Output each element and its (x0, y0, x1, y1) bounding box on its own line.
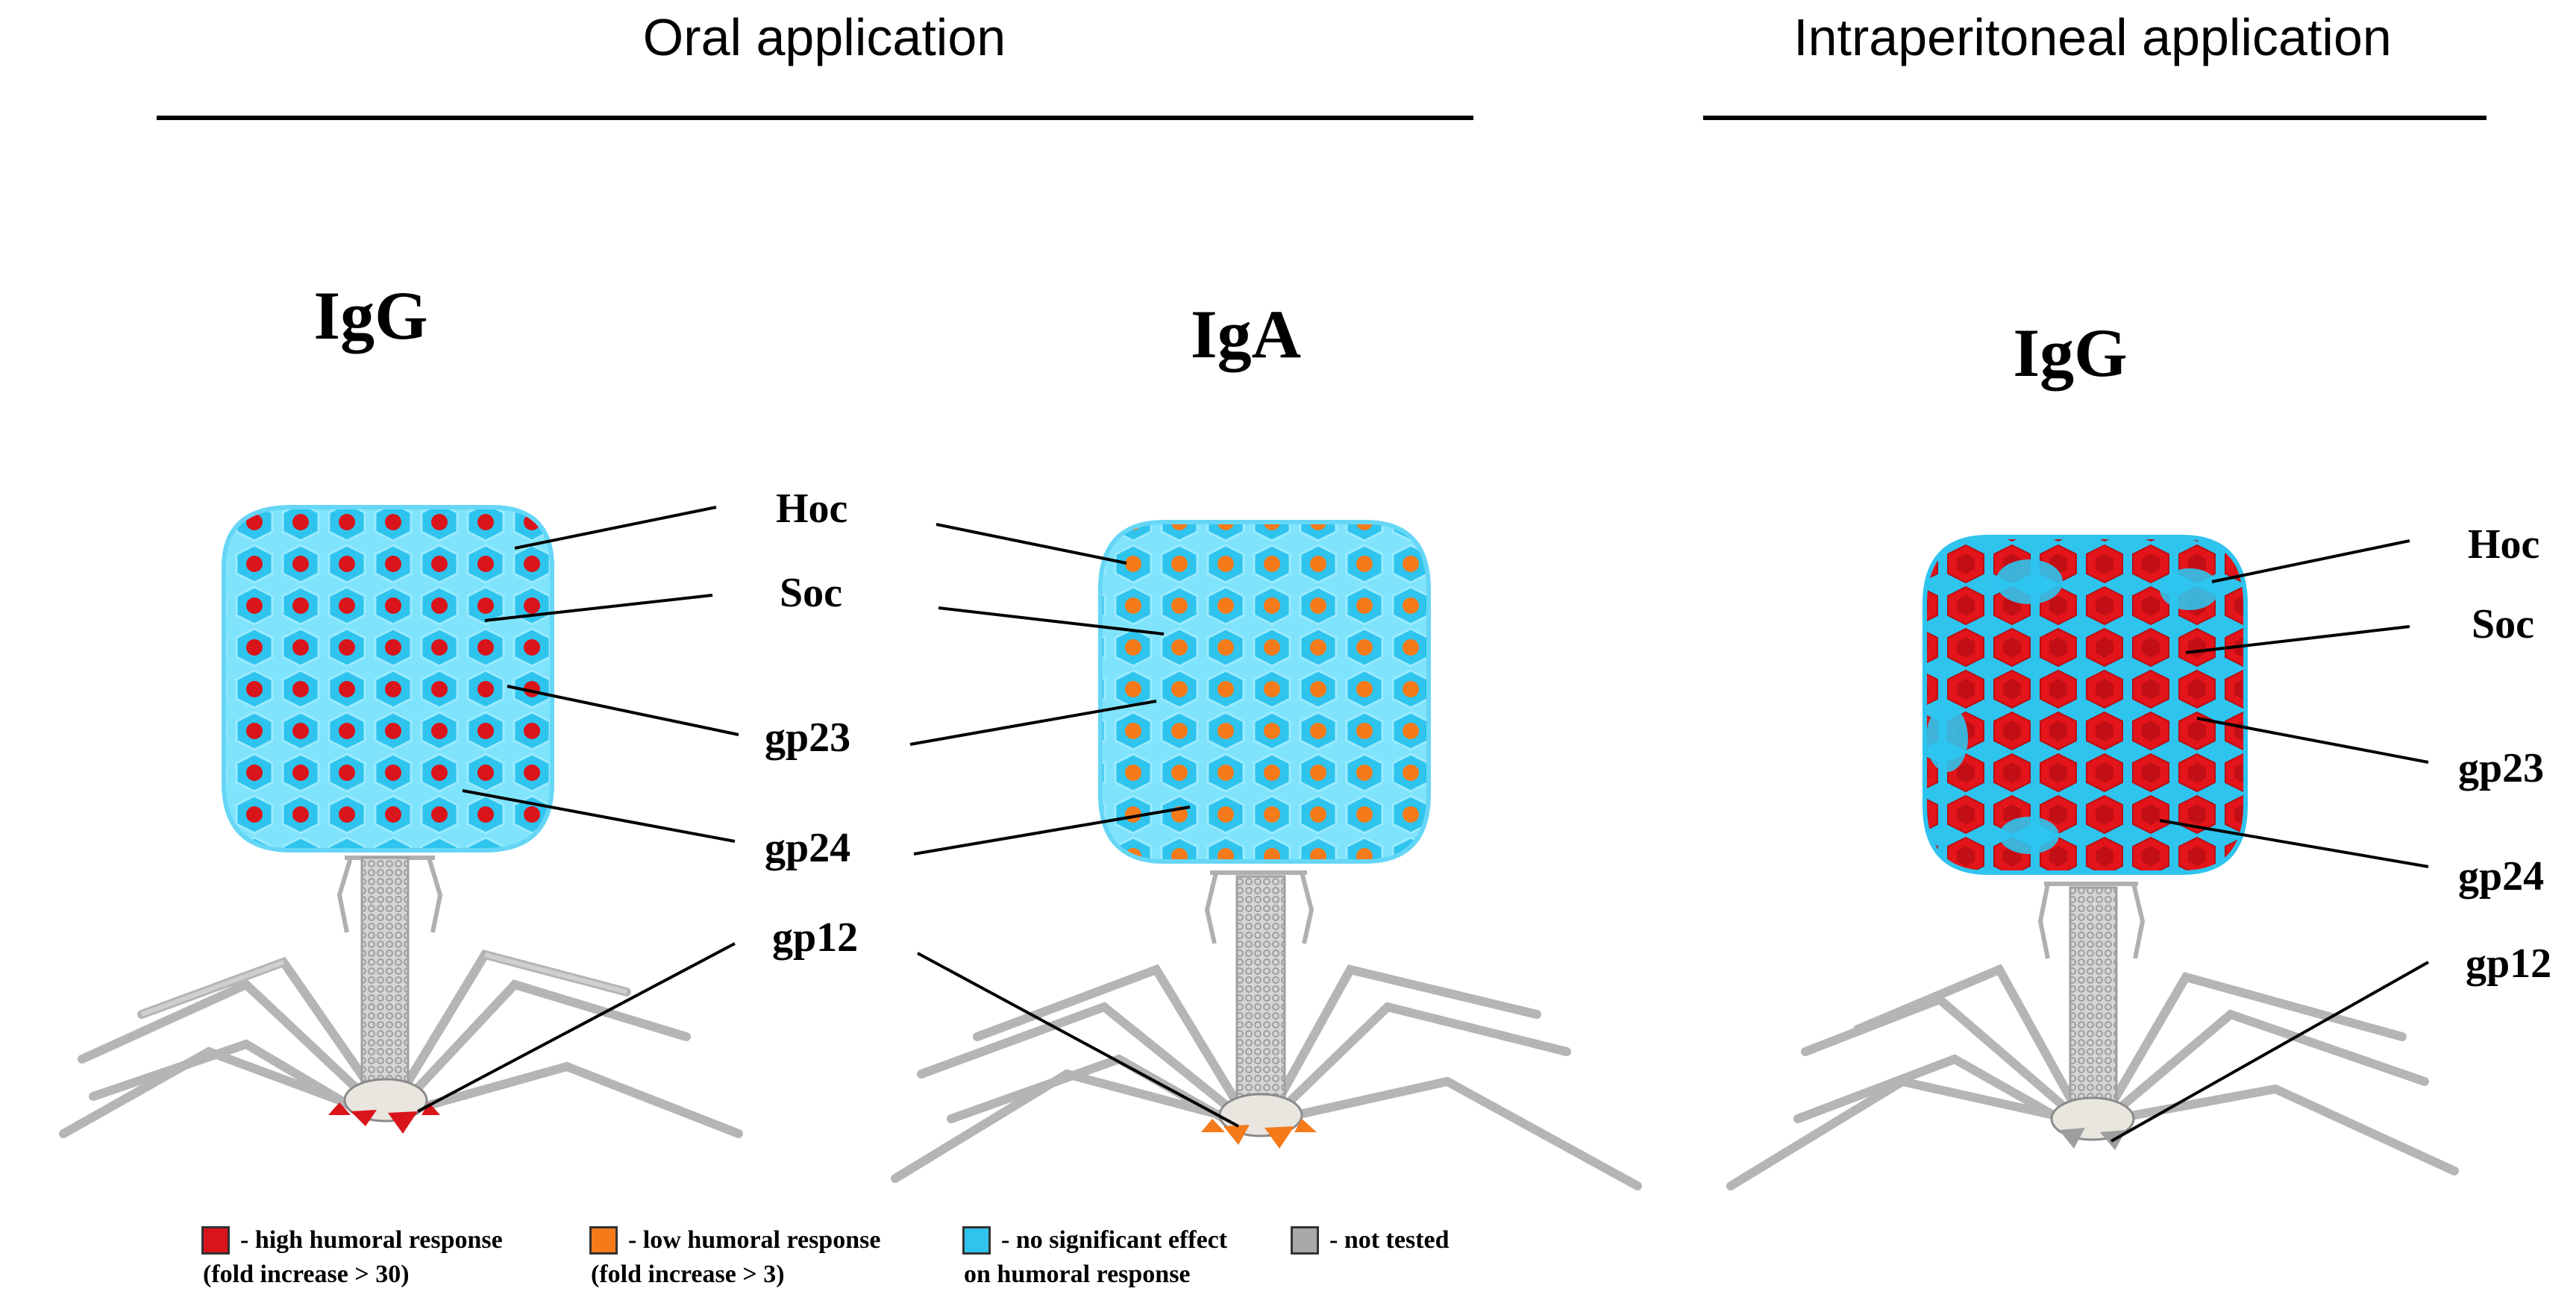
legend-low-response: - low humoral response (fold increase > 3… (589, 1223, 880, 1292)
panel-1-label-gp24: gp24 (765, 825, 851, 871)
phage-3 (1726, 535, 2459, 1190)
oral-application-title: Oral application (642, 8, 1006, 66)
panel-1-title: IgG (313, 277, 428, 354)
legend-low-line1: - low humoral response (628, 1226, 881, 1254)
panel-3-label-gp12: gp12 (2466, 941, 2552, 987)
panel-1-label-soc: Soc (780, 570, 842, 616)
legend-low-line2: (fold increase > 3) (591, 1261, 785, 1288)
panel-1-leaders (417, 506, 739, 1113)
intraperitoneal-application-title: Intraperitoneal application (1793, 8, 2392, 66)
panel-3-leaders (2110, 539, 2429, 1143)
panel-3-label-gp24: gp24 (2458, 853, 2545, 900)
legend-high-line1: - high humoral response (240, 1226, 503, 1254)
panel-3-title: IgG (2013, 315, 2128, 391)
panel-3-label-hoc: Hoc (2468, 521, 2540, 568)
panel-2-title: IgA (1190, 296, 1302, 372)
panel-1-label-gp23: gp23 (765, 715, 851, 761)
legend-swatch-red (201, 1226, 230, 1255)
panel-1-label-gp12: gp12 (772, 914, 859, 961)
legend-swatch-orange (589, 1226, 618, 1255)
intraperitoneal-application-rule (1703, 116, 2486, 120)
phage-2 (891, 520, 1642, 1190)
legend-none-line1: - no significant effect (1001, 1226, 1228, 1254)
panel-2-leaders (909, 523, 1239, 1128)
legend-high-line2: (fold increase > 30) (203, 1261, 410, 1288)
legend-swatch-grey (1291, 1226, 1319, 1255)
legend-grey-line1: - not tested (1329, 1226, 1450, 1254)
oral-application-rule (157, 116, 1473, 120)
panel-3-label-gp23: gp23 (2458, 745, 2545, 791)
legend-not-tested: - not tested (1291, 1223, 1450, 1258)
legend-none-line2: on humoral response (964, 1261, 1191, 1288)
legend-high-response: - high humoral response (fold increase > … (201, 1223, 503, 1292)
legend-swatch-cyan (962, 1226, 991, 1255)
panel-1-label-hoc: Hoc (776, 486, 848, 532)
phage-1 (59, 505, 743, 1138)
legend-no-effect: - no significant effect on humoral respon… (962, 1223, 1227, 1292)
panel-3-label-soc: Soc (2472, 601, 2534, 647)
